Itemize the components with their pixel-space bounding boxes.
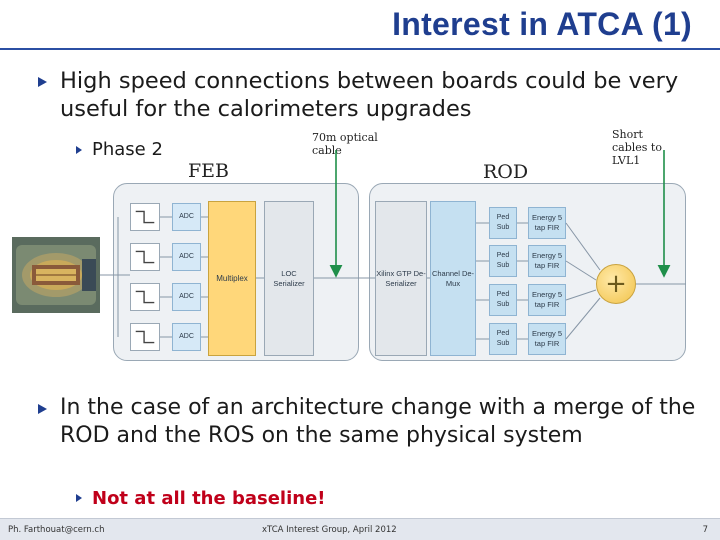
fir-block: Energy 5 tap FIR bbox=[528, 323, 566, 355]
fir-block: Energy 5 tap FIR bbox=[528, 284, 566, 316]
footer-bar: Ph. Farthouat@cern.ch xTCA Interest Grou… bbox=[0, 518, 720, 540]
multiplex-block: Multiplex bbox=[208, 201, 256, 356]
ped-sub-block: Ped Sub bbox=[489, 207, 517, 239]
summation-icon: + bbox=[596, 264, 636, 304]
adc-block: ADC bbox=[172, 203, 201, 231]
ped-sub-block: Ped Sub bbox=[489, 323, 517, 355]
footer-event: xTCA Interest Group, April 2012 bbox=[262, 525, 397, 535]
adc-block: ADC bbox=[172, 283, 201, 311]
sub-bullet-phase2: Phase 2 bbox=[92, 139, 163, 160]
shaper-icon bbox=[130, 203, 160, 231]
bullet-arrow-icon bbox=[38, 404, 47, 414]
ped-sub-block: Ped Sub bbox=[489, 284, 517, 316]
serializer-block: LOC Serializer bbox=[264, 201, 314, 356]
page-number: 7 bbox=[702, 525, 708, 535]
bullet-high-speed: High speed connections between boards co… bbox=[60, 68, 679, 122]
shaper-icon bbox=[130, 323, 160, 351]
deserializer-block: Xilinx GTP De-Serializer bbox=[375, 201, 427, 356]
shaper-icon bbox=[130, 243, 160, 271]
channel-demux-block: Channel De-Mux bbox=[430, 201, 476, 356]
footer-author: Ph. Farthouat@cern.ch bbox=[8, 525, 105, 535]
feb-label: FEB bbox=[188, 160, 230, 182]
adc-block: ADC bbox=[172, 323, 201, 351]
optical-cable-label: 70m optical cable bbox=[312, 131, 378, 157]
bullet-architecture-change: In the case of an architecture change wi… bbox=[60, 395, 696, 448]
ped-sub-block: Ped Sub bbox=[489, 245, 517, 277]
title-divider bbox=[0, 48, 720, 50]
bullet-arrow-icon bbox=[38, 77, 47, 87]
detector-image-icon bbox=[12, 237, 100, 313]
sub-bullet-arrow-icon bbox=[76, 494, 82, 502]
sub-bullet-not-baseline: Not at all the baseline! bbox=[92, 488, 326, 509]
fir-block: Energy 5 tap FIR bbox=[528, 207, 566, 239]
slide-title: Interest in ATCA (1) bbox=[392, 6, 692, 42]
short-cables-label: Short cables to LVL1 bbox=[612, 128, 662, 167]
shaper-icon bbox=[130, 283, 160, 311]
fir-block: Energy 5 tap FIR bbox=[528, 245, 566, 277]
adc-block: ADC bbox=[172, 243, 201, 271]
sub-bullet-arrow-icon bbox=[76, 146, 82, 154]
rod-label: ROD bbox=[483, 161, 529, 183]
